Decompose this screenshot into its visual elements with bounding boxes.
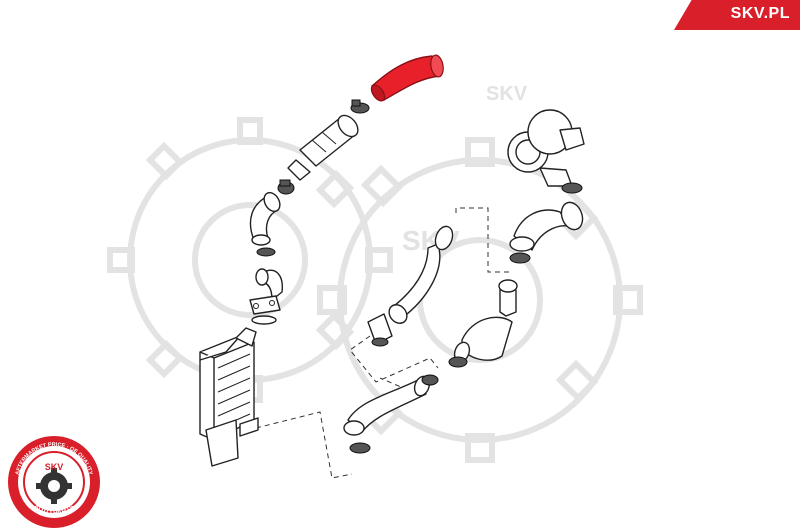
watermark-gear-right bbox=[317, 137, 643, 463]
seal-center-label: SKV bbox=[45, 462, 64, 472]
watermark: SKV SKV bbox=[107, 83, 643, 463]
brand-tab[interactable] bbox=[674, 0, 800, 30]
brand-label[interactable]: SKV.PL bbox=[730, 5, 790, 22]
elbow-hose bbox=[249, 268, 283, 325]
turbocharger[interactable] bbox=[507, 109, 585, 194]
intercooler bbox=[199, 327, 259, 467]
hose-clamp bbox=[350, 99, 370, 114]
watermark-label: SKV bbox=[486, 83, 528, 105]
skv-seal: SKV AFTERMARKET PRICE · OE QUALITY AUTO … bbox=[8, 436, 100, 528]
intercooler-hose-top[interactable] bbox=[369, 54, 445, 103]
charge-pipe bbox=[448, 279, 518, 368]
elbow-hose bbox=[249, 191, 281, 246]
connection-lines bbox=[255, 207, 512, 479]
hose-clamp bbox=[277, 179, 295, 195]
charge-pipe bbox=[287, 114, 359, 181]
boost-hose bbox=[367, 225, 454, 347]
hose-clamp bbox=[256, 247, 276, 257]
boost-hose bbox=[343, 374, 439, 454]
gear-icon bbox=[36, 468, 72, 504]
boost-hose bbox=[509, 201, 584, 264]
